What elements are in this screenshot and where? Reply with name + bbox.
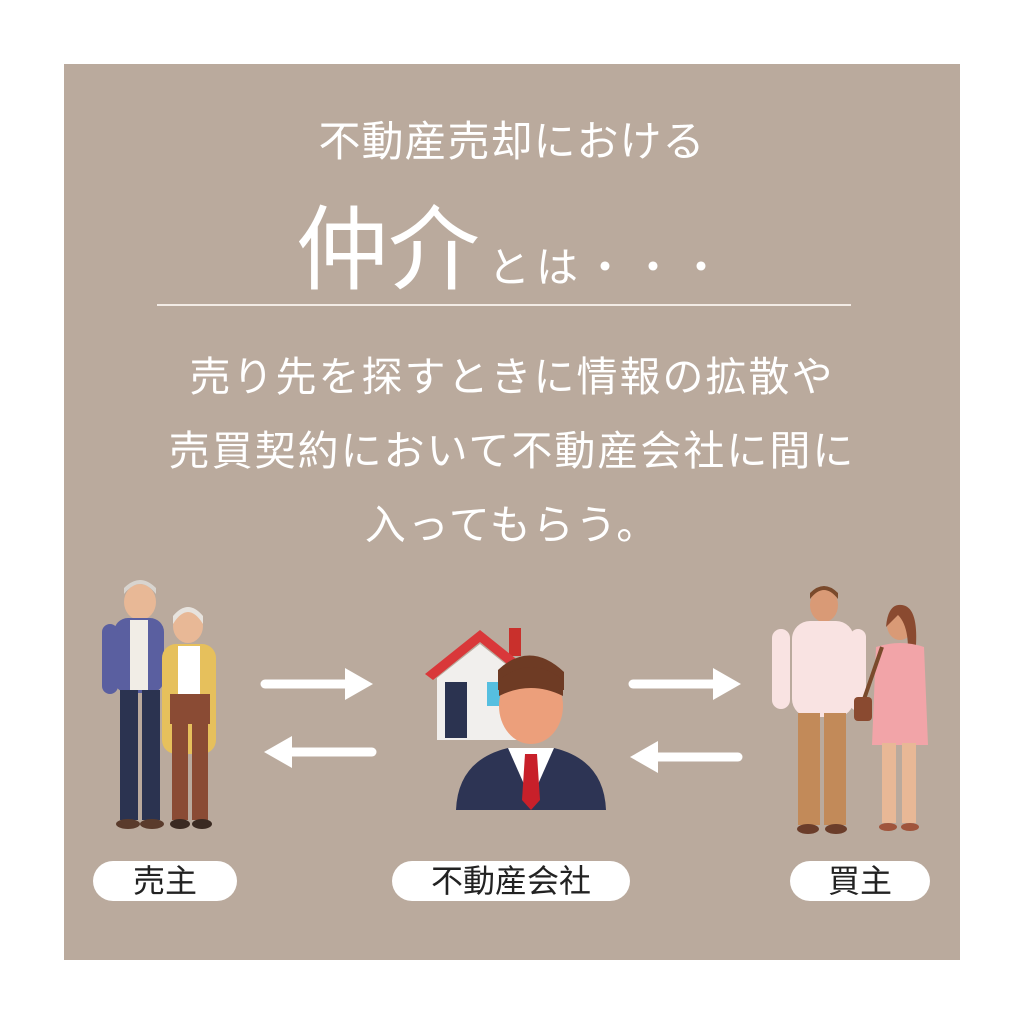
title-suffix: とは・・・ — [488, 243, 729, 292]
description: 売り先を探すときに情報の拡散や 売買契約において不動産会社に間に 入ってもらう。 — [0, 340, 1024, 562]
description-line-2: 売買契約において不動産会社に間に — [168, 427, 856, 475]
description-line-1: 売り先を探すときに情報の拡散や — [189, 353, 835, 401]
agency-label: 不動産会社 — [392, 861, 630, 901]
arrow-right-icon — [628, 668, 741, 700]
arrow-right-icon — [260, 668, 373, 700]
buyer-couple-illustration — [772, 586, 928, 834]
seller-label: 売主 — [93, 861, 237, 901]
buyer-label: 買主 — [790, 861, 930, 901]
seller-couple-illustration — [102, 580, 216, 829]
agent-icon — [456, 655, 606, 810]
title-main: 仲介とは・・・ — [0, 176, 1024, 309]
description-line-3: 入ってもらう。 — [364, 501, 660, 549]
title-main-word: 仲介 — [295, 197, 480, 304]
arrow-left-icon — [630, 741, 743, 773]
arrow-left-icon — [264, 736, 377, 768]
title-line1: 不動産売却における — [318, 117, 706, 166]
divider — [157, 304, 851, 306]
